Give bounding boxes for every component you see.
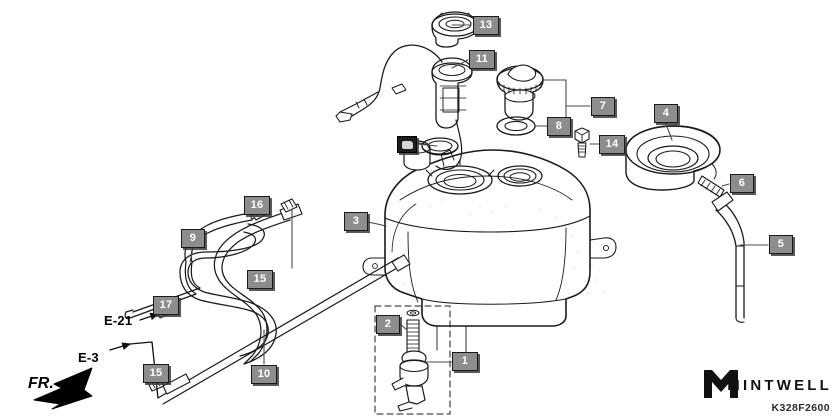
part-number-label: K328F2600 — [771, 402, 830, 414]
callout-14[interactable]: 14 — [599, 135, 625, 154]
breather-hose — [711, 191, 745, 323]
callout-11[interactable]: 11 — [469, 50, 495, 69]
callout-16[interactable]: 16 — [244, 196, 270, 215]
tank-mount-bolt — [574, 127, 590, 158]
fuel-pump-assembly — [335, 44, 473, 171]
callout-15-lower[interactable]: 15 — [143, 364, 169, 383]
breather-hose-clamp — [697, 175, 725, 198]
fuel-feed-pipe — [157, 254, 411, 405]
callout-13[interactable]: 13 — [473, 16, 499, 35]
callout-12-highlighted[interactable] — [397, 136, 417, 153]
callout-4[interactable]: 4 — [654, 104, 678, 123]
callout-8[interactable]: 8 — [547, 117, 571, 136]
callout-6[interactable]: 6 — [730, 174, 754, 193]
callout-7[interactable]: 7 — [591, 97, 615, 116]
callout-9[interactable]: 9 — [181, 229, 205, 248]
fuel-tank-body — [362, 149, 617, 357]
reference-label-e3: E-3 — [78, 350, 99, 365]
fuel-filter-assembly — [374, 305, 451, 415]
brand-wordmark: MINTWELL — [727, 377, 832, 394]
filler-neck-cup — [625, 125, 721, 191]
lower-hose-stub — [162, 373, 191, 395]
callout-3[interactable]: 3 — [344, 212, 368, 231]
callout-2[interactable]: 2 — [376, 315, 400, 334]
brand-lockup: MINTWELL — [727, 377, 832, 394]
hose-clamps — [147, 198, 298, 392]
pump-gasket — [421, 137, 459, 156]
callout-10[interactable]: 10 — [251, 365, 277, 384]
front-direction-label: FR. — [28, 375, 54, 392]
callout-15-upper[interactable]: 15 — [247, 270, 273, 289]
reference-label-e21: E-21 — [104, 313, 133, 328]
callout-17[interactable]: 17 — [153, 296, 179, 315]
callout-5[interactable]: 5 — [769, 235, 793, 254]
callout-chip-icon — [401, 140, 413, 149]
pump-lock-ring — [431, 11, 479, 48]
callout-1[interactable]: 1 — [452, 352, 478, 371]
front-direction-arrow — [33, 367, 93, 410]
fuel-hose-assembly — [124, 202, 303, 365]
mintwell-logo-icon — [704, 370, 738, 398]
fuel-filler-cap — [496, 64, 544, 121]
